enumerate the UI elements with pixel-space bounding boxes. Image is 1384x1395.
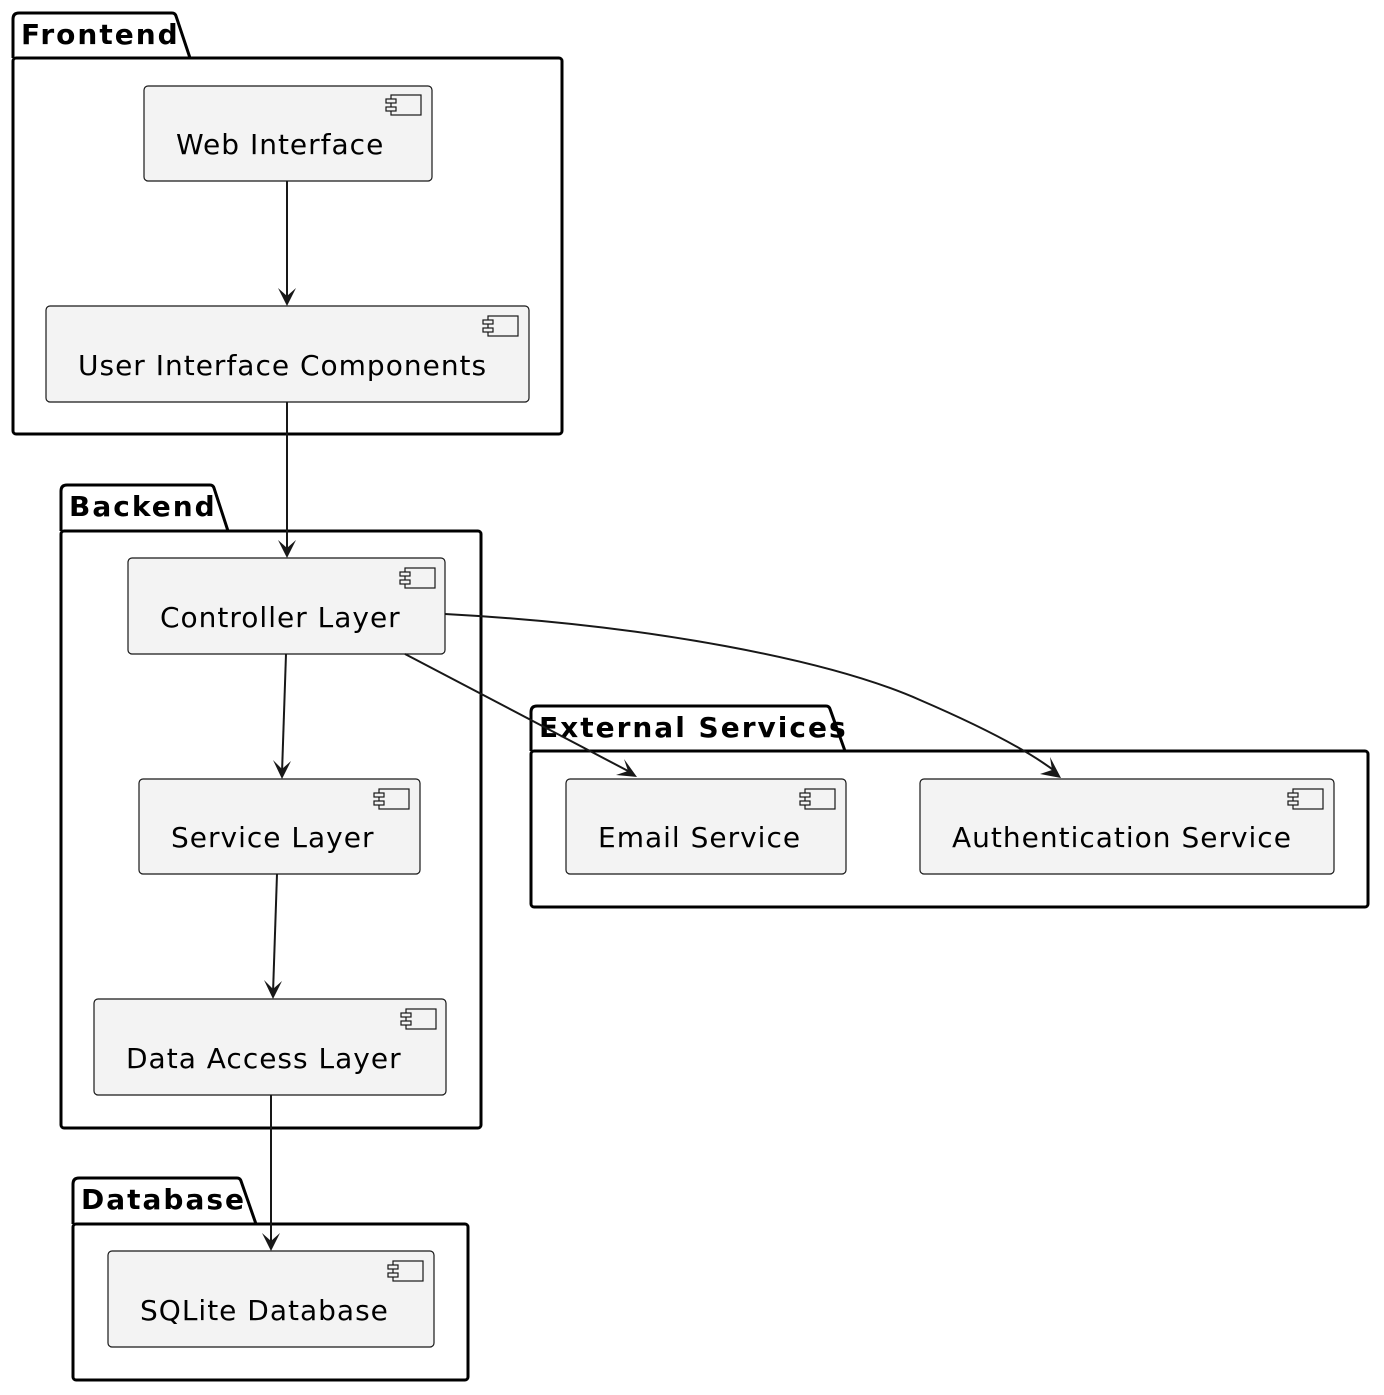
- component-icon: [373, 788, 410, 810]
- component-icon: [387, 1260, 424, 1282]
- component-sqlite-database[interactable]: SQLite Database: [107, 1250, 435, 1348]
- package-external-tab: [529, 704, 847, 752]
- arrowhead: [616, 759, 637, 777]
- edge-controller-to-service: [273, 653, 291, 779]
- package-database-tab: [71, 1176, 258, 1225]
- component-icon: [799, 788, 836, 810]
- arrowhead: [264, 980, 282, 999]
- component-ui-components-label: User Interface Components: [78, 349, 487, 382]
- edge-controller-to-auth: [444, 613, 1061, 778]
- component-service-layer[interactable]: Service Layer: [138, 778, 421, 875]
- arrowhead: [262, 1233, 280, 1251]
- edge-dataaccess-to-sqlite: [262, 1095, 280, 1251]
- edge-service-to-dataaccess: [264, 873, 282, 999]
- component-controller-layer-label: Controller Layer: [160, 601, 401, 634]
- edge-ui-to-controller: [278, 402, 296, 558]
- component-icon: [385, 94, 422, 116]
- component-email-service[interactable]: Email Service: [565, 778, 847, 875]
- component-icon: [1287, 788, 1324, 810]
- component-authentication-service[interactable]: Authentication Service: [919, 778, 1335, 875]
- arrowhead: [1040, 757, 1061, 778]
- component-icon: [400, 1008, 437, 1030]
- component-icon: [399, 567, 436, 589]
- arrowhead: [278, 540, 296, 558]
- package-frontend-tab: [11, 11, 192, 59]
- component-ui-components[interactable]: User Interface Components: [45, 305, 530, 403]
- edge-web-to-ui: [278, 181, 296, 306]
- package-backend-tab: [59, 483, 230, 532]
- arrowhead: [273, 760, 291, 779]
- component-data-access-layer-label: Data Access Layer: [126, 1042, 402, 1075]
- component-icon: [482, 315, 519, 337]
- package-frontend-title: Frontend: [21, 18, 180, 51]
- component-service-layer-label: Service Layer: [171, 821, 374, 854]
- package-backend-title: Backend: [69, 490, 217, 523]
- component-controller-layer[interactable]: Controller Layer: [127, 557, 446, 655]
- component-authentication-service-label: Authentication Service: [952, 821, 1292, 854]
- component-web-interface[interactable]: Web Interface: [143, 85, 433, 182]
- package-external-title: External Services: [539, 711, 848, 744]
- component-web-interface-label: Web Interface: [176, 128, 384, 161]
- component-sqlite-database-label: SQLite Database: [140, 1294, 389, 1327]
- package-database-title: Database: [81, 1183, 246, 1216]
- component-data-access-layer[interactable]: Data Access Layer: [93, 998, 447, 1096]
- arrowhead: [278, 288, 296, 306]
- component-email-service-label: Email Service: [598, 821, 801, 854]
- edge-controller-to-email: [404, 653, 637, 777]
